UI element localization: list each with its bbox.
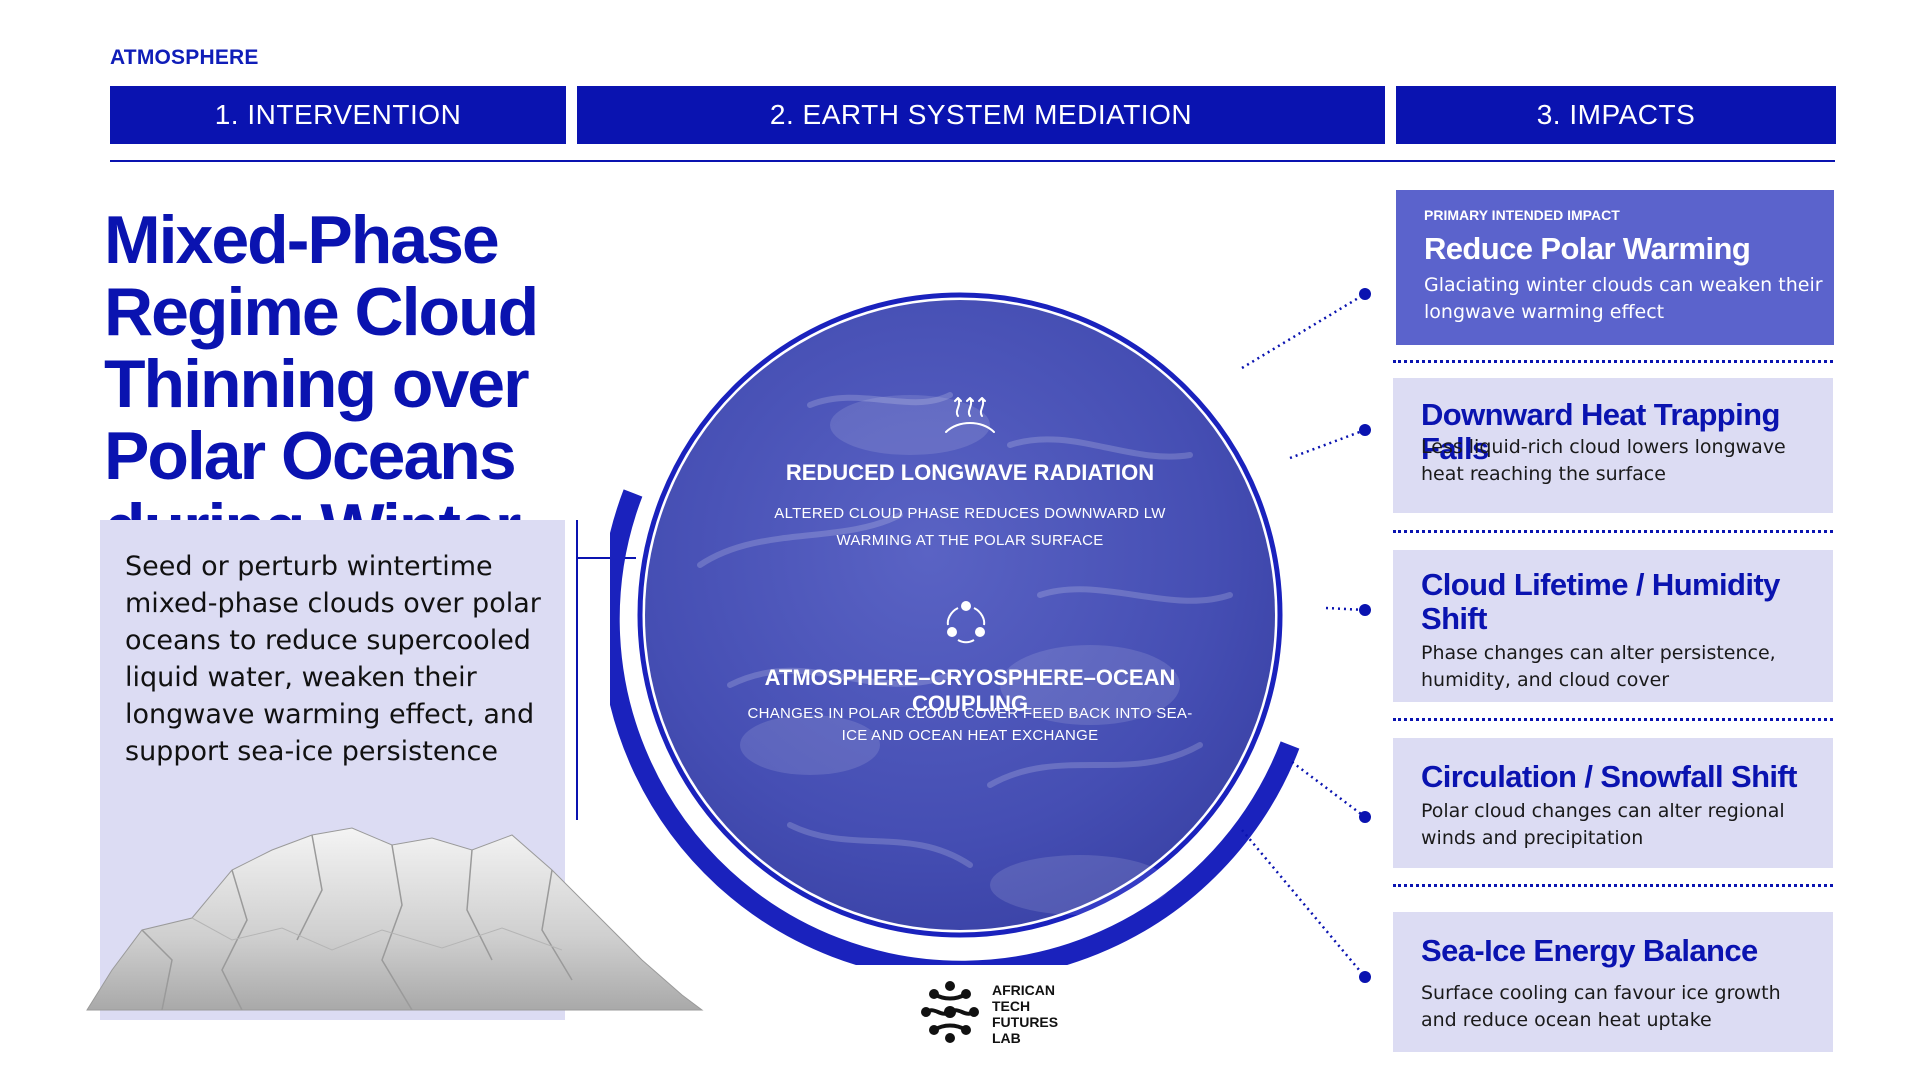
- connector-dot: [1359, 604, 1371, 616]
- impact-divider: [1393, 884, 1833, 887]
- logo-line: AFRICAN: [992, 982, 1055, 998]
- lab-logo-text: AFRICAN TECH FUTURES LAB: [992, 982, 1058, 1046]
- impact-card-sea-ice: Sea-Ice Energy Balance Surface cooling c…: [1393, 912, 1833, 1052]
- impact-title: Circulation / Snowfall Shift: [1421, 759, 1797, 794]
- intervention-connector: [576, 520, 578, 820]
- connector-dot: [1359, 288, 1371, 300]
- logo-line: TECH: [992, 998, 1031, 1014]
- connector-dot: [1359, 811, 1371, 823]
- impact-description: Glaciating winter clouds can weaken thei…: [1424, 274, 1823, 323]
- cycle-icon: [946, 601, 986, 644]
- logo-line: FUTURES: [992, 1014, 1059, 1030]
- impact-card-heat-trapping: Downward Heat Trapping Falls Less liquid…: [1393, 378, 1833, 513]
- lab-logo-icon: [921, 981, 979, 1043]
- mediator-desc-coupling: CHANGES IN POLAR CLOUD COVER FEED BACK I…: [747, 705, 1193, 744]
- impact-description: Polar cloud changes can alter regional w…: [1421, 800, 1785, 849]
- impact-description: Surface cooling can favour ice growth an…: [1421, 982, 1781, 1031]
- impact-card-primary: PRIMARY INTENDED IMPACT Reduce Polar War…: [1396, 190, 1834, 345]
- impact-title: Downward Heat Trapping Falls: [1421, 397, 1780, 466]
- intervention-description: Seed or perturb wintertime mixed-phase c…: [125, 551, 541, 767]
- connector-dot: [1359, 971, 1371, 983]
- impact-divider: [1393, 360, 1833, 363]
- intervention-connector-horizontal: [576, 557, 636, 559]
- mediator-title-coupling: ATMOSPHERE–CRYOSPHERE–OCEAN COUPLING: [764, 665, 1176, 716]
- impact-title: Cloud Lifetime / Humidity Shift: [1421, 567, 1780, 636]
- logo-line: LAB: [992, 1030, 1021, 1046]
- stage-tab-impacts: 3. IMPACTS: [1396, 86, 1836, 144]
- impact-card-circulation: Circulation / Snowfall Shift Polar cloud…: [1393, 738, 1833, 868]
- heat-rising-icon: [945, 397, 995, 433]
- iceberg-illustration: [86, 827, 704, 1011]
- impact-connectors: [1241, 288, 1371, 983]
- mediator-desc-longwave: ALTERED CLOUD PHASE REDUCES DOWNWARD LW …: [774, 505, 1166, 549]
- primary-impact-kicker: PRIMARY INTENDED IMPACT: [1424, 207, 1620, 223]
- impact-card-cloud-lifetime: Cloud Lifetime / Humidity Shift Phase ch…: [1393, 550, 1833, 702]
- impact-divider: [1393, 530, 1833, 533]
- stage-tab-intervention: 1. INTERVENTION: [110, 86, 566, 144]
- section-label: ATMOSPHERE: [110, 46, 259, 69]
- impact-divider: [1393, 718, 1833, 721]
- impact-title: Sea-Ice Energy Balance: [1421, 933, 1758, 968]
- stage-tab-mediation: 2. EARTH SYSTEM MEDIATION: [577, 86, 1385, 144]
- mediator-title-longwave: REDUCED LONGWAVE RADIATION: [785, 460, 1155, 485]
- impact-title: Reduce Polar Warming: [1424, 231, 1751, 266]
- header-divider: [110, 160, 1835, 162]
- connector-dot: [1359, 424, 1371, 436]
- impact-description: Less liquid-rich cloud lowers longwave h…: [1421, 436, 1786, 485]
- earth-globe: [610, 292, 1300, 965]
- impact-description: Phase changes can alter persistence, hum…: [1421, 642, 1776, 691]
